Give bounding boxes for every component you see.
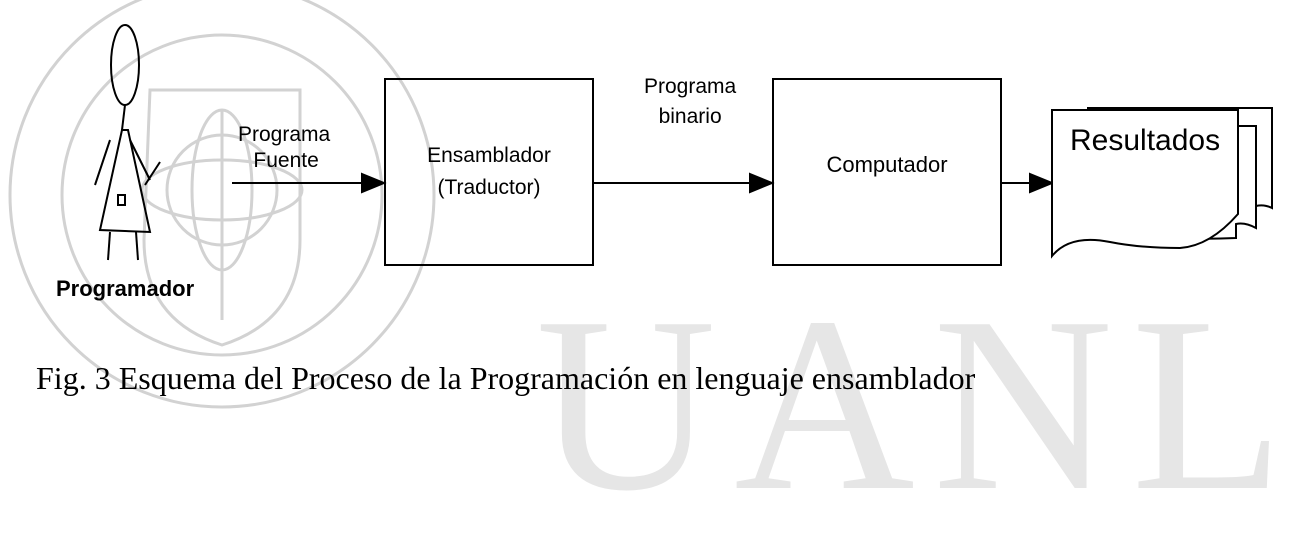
figure-caption: Fig. 3 Esquema del Proceso de la Program… bbox=[36, 360, 976, 396]
programmer-label: Programador bbox=[56, 276, 195, 301]
flow-arrows bbox=[232, 172, 1055, 194]
assembler-label: Ensamblador bbox=[427, 144, 551, 167]
edge-label-binary: Programa binario bbox=[644, 75, 737, 128]
assembler-sublabel: (Traductor) bbox=[437, 176, 541, 199]
computer-box: Computador bbox=[772, 78, 1002, 266]
arrow-source-head bbox=[361, 172, 387, 194]
computer-label: Computador bbox=[826, 152, 948, 177]
programmer-figure-icon bbox=[94, 24, 161, 261]
results-document-stack-icon bbox=[1051, 107, 1273, 259]
assembler-box: Ensamblador (Traductor) bbox=[384, 78, 594, 266]
arrow-binary-head bbox=[749, 172, 775, 194]
results-label: Resultados bbox=[1070, 124, 1221, 157]
edge-label-source: Programa Fuente bbox=[238, 123, 331, 172]
arrow-results-head bbox=[1029, 172, 1055, 194]
university-seal bbox=[8, 0, 436, 409]
